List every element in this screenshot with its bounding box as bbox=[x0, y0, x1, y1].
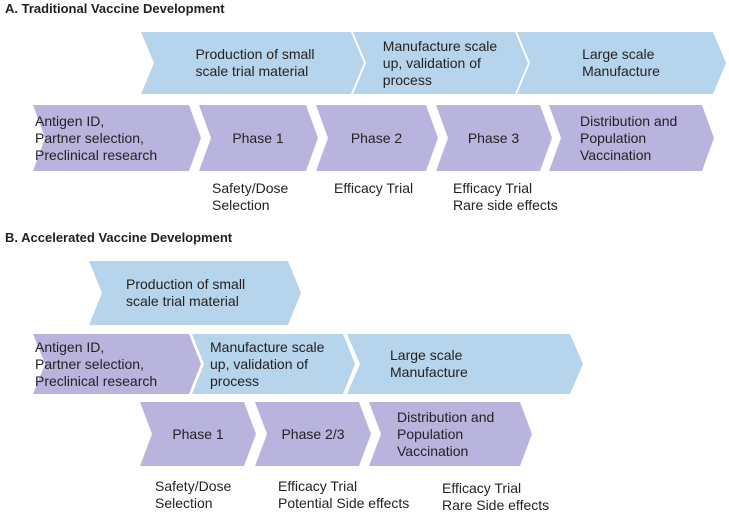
a-label-phase-3: Phase 3 bbox=[467, 129, 520, 146]
b-chevron-phase-1 bbox=[140, 402, 256, 466]
a-chevron-distribution bbox=[549, 105, 714, 171]
a-chevron-manufacture-scale-up bbox=[353, 32, 528, 94]
a-label-phase-2: Phase 2 bbox=[350, 129, 403, 146]
b-label-phase-2-3: Phase 2/3 bbox=[281, 425, 345, 442]
b-chevron-phase-2-3 bbox=[255, 402, 371, 466]
section-b-title: B. Accelerated Vaccine Development bbox=[5, 230, 233, 245]
a-chevron-production-small bbox=[141, 32, 364, 94]
a-label-large-scale: Large scale Manufacture bbox=[582, 46, 660, 79]
b-note-distribution: Efficacy Trial Rare Side effects bbox=[442, 480, 550, 513]
a-label-manufacture-scale-up: Manufacture scale up, validation of proc… bbox=[382, 37, 498, 88]
b-label-phase-1: Phase 1 bbox=[172, 425, 224, 442]
b-chevron-antigen bbox=[33, 334, 201, 394]
a-chevron-phase-2 bbox=[316, 105, 438, 171]
a-label-antigen: Antigen ID, Partner selection, Preclinic… bbox=[35, 112, 158, 163]
b-label-antigen: Antigen ID, Partner selection, Preclinic… bbox=[35, 338, 158, 389]
a-chevron-phase-1 bbox=[199, 105, 318, 171]
a-label-production-small: Production of small scale trial material bbox=[195, 46, 315, 79]
a-chevron-phase-3 bbox=[436, 105, 552, 171]
b-note-phase-2-3: Efficacy Trial Potential Side effects bbox=[278, 478, 410, 511]
a-chevron-antigen bbox=[33, 105, 201, 171]
b-chevron-production-small bbox=[89, 261, 301, 325]
b-chevron-distribution bbox=[369, 402, 532, 466]
a-label-phase-1: Phase 1 bbox=[232, 129, 284, 146]
a-label-distribution: Distribution and Population Vaccination bbox=[580, 112, 678, 163]
b-label-large-scale: Large scale Manufacture bbox=[390, 347, 468, 380]
a-note-phase-1: Safety/Dose Selection bbox=[212, 180, 289, 213]
b-label-manufacture-scale-up: Manufacture scale up, validation of proc… bbox=[210, 338, 325, 389]
b-label-production-small: Production of small scale trial material bbox=[126, 276, 246, 309]
a-chevron-large-scale bbox=[517, 32, 726, 94]
section-a-title: A. Traditional Vaccine Development bbox=[5, 1, 225, 16]
b-chevron-large-scale bbox=[347, 334, 583, 394]
b-chevron-manufacture-scale-up bbox=[192, 334, 355, 394]
b-label-distribution: Distribution and Population Vaccination bbox=[397, 408, 495, 459]
a-note-phase-2: Efficacy Trial bbox=[334, 180, 414, 196]
a-note-phase-3: Efficacy Trial Rare side effects bbox=[453, 180, 558, 213]
b-note-phase-1: Safety/Dose Selection bbox=[155, 478, 232, 511]
